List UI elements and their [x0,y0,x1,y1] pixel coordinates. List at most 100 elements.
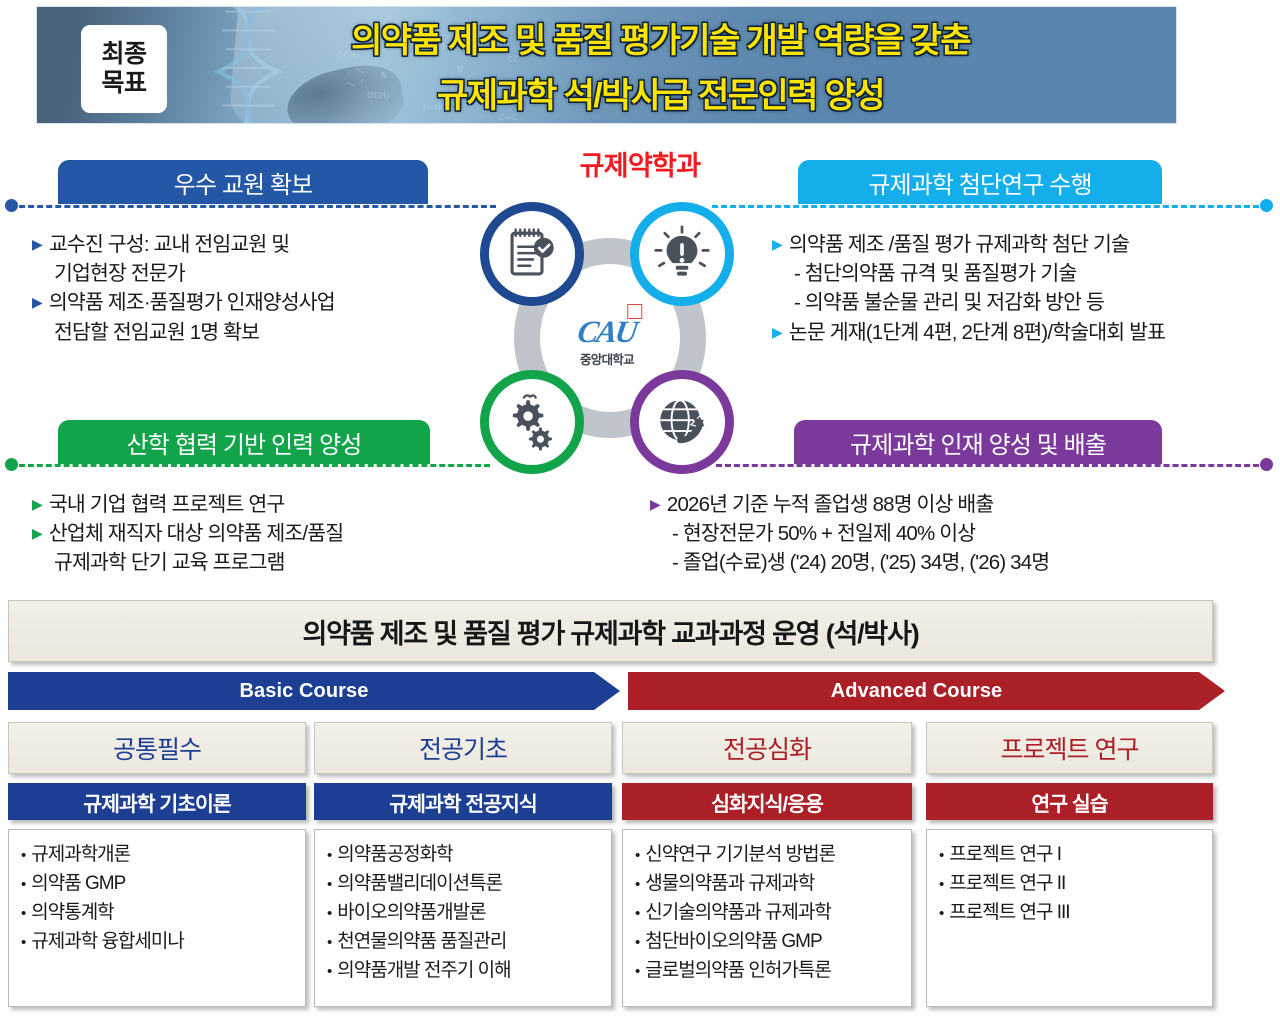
course-name: 의약품 GMP [31,872,126,894]
course-item: • 의약품밸리데이션특론 [327,870,603,899]
quadrant-line: ▶ 국내 기업 협력 프로젝트 연구 [32,492,343,518]
bullet-dot-icon: • [635,904,640,922]
globe-arrow-icon [660,399,707,444]
course-item: • 천연물의약품 품질관리 [327,928,603,957]
bullet-dot-icon: • [635,962,640,980]
quadrant-line: ▶ 의약품 제조·품질평가 인재양성사업 [32,290,336,316]
course-item: • 의약품공정화학 [327,841,603,870]
header-banner: OCH₃ N H₂O N H OCH₃ J=4K CC CO C=C 최종 목표… [36,6,1177,124]
bullet-dot-icon: • [635,933,640,951]
curriculum-column-project-research: 프로젝트 연구 연구 실습 • 프로젝트 연구 I • 프로젝트 연구 II •… [926,722,1213,1007]
cau-red-square-icon [627,304,643,319]
curriculum-column-common-required: 공통필수 규제과학 기초이론 • 규제과학개론 • 의약품 GMP • 의약통계… [8,722,306,1007]
department-title: 규제약학과 [579,151,701,181]
course-item: • 의약품개발 전주기 이해 [327,957,603,986]
course-name: 의약통계학 [31,901,114,923]
curriculum-column-major-advanced: 전공심화 심화지식/응용 • 신약연구 기기분석 방법론 • 생물의약품과 규제… [622,722,912,1007]
column-subhead: 규제과학 전공지식 [314,783,612,820]
clipboard-check-icon [510,228,554,276]
course-name: 신약연구 기기분석 방법론 [645,844,836,865]
column-head: 전공기초 [314,722,612,774]
bullet-dot-icon: • [635,847,640,864]
quadrant-line: - 현장전문가 50% + 전일제 40% 이상 [650,521,1049,547]
quadrant-line-text: 산업체 재직자 대상 의약품 제조/품질 [48,522,344,546]
cau-logo: CAU 중앙대학교 [470,304,744,368]
quadrant-line-text: 교수진 구성: 교내 전임교원 및 [48,233,290,256]
course-name: 의약품개발 전주기 이해 [337,959,511,981]
quadrant-line-text: 2026년 기준 누적 졸업생 88명 이상 배출 [666,493,994,516]
course-name: 의약품공정화학 [337,844,453,865]
bullet-dot-icon: • [21,904,26,922]
quadrant-line-text: 기업현장 전문가 [54,262,186,286]
course-item: • 글로벌의약품 인허가특론 [635,957,903,986]
final-goal-line2: 목표 [101,69,147,97]
connector-line-top-right [712,205,1268,208]
course-name: 첨단바이오의약품 GMP [645,930,822,952]
quadrant-line: - 의약품 불순물 관리 및 저감화 방안 등 [772,290,1165,316]
course-name: 글로벌의약품 인허가특론 [645,959,832,981]
bullet-dot-icon: • [327,847,332,864]
course-name: 프로젝트 연구 I [949,844,1062,865]
bullet-triangle-icon: ▶ [32,525,43,542]
column-head: 공통필수 [8,722,306,774]
bullet-dot-icon: • [327,933,332,951]
bullet-dot-icon: • [939,904,944,922]
course-item: • 프로젝트 연구 III [939,899,1204,928]
quadrant-line-text: 국내 기업 협력 프로젝트 연구 [48,493,285,516]
quadrant-body-top-left: ▶ 교수진 구성: 교내 전임교원 및 기업현장 전문가 ▶ 의약품 제조·품질… [32,232,336,349]
quadrant-line-text: 전담할 전임교원 1명 확보 [54,320,260,344]
connector-dot-bottom-right [1260,458,1273,471]
center-node-industry[interactable] [480,370,584,474]
bullet-triangle-icon: ▶ [772,323,783,340]
quadrant-line: ▶ 2026년 기준 누적 졸업생 88명 이상 배출 [650,492,1049,518]
course-name: 신기술의약품과 규제과학 [645,901,832,923]
quadrant-line: 기업현장 전문가 [32,261,335,287]
bullet-dot-icon: • [939,847,944,864]
lab-photo-background: OCH₃ N H₂O N H OCH₃ J=4K CC CO C=C [37,7,1176,123]
center-diagram: CAU 중앙대학교 [470,188,744,488]
course-item: • 의약품 GMP [21,870,297,899]
bullet-triangle-icon: ▶ [650,496,661,512]
quadrant-line: - 첨단의약품 규격 및 품질평가 기술 [772,261,1165,287]
course-list: • 의약품공정화학 • 의약품밸리데이션특론 • 바이오의약품개발론 • 천연물… [314,829,612,1007]
bullet-dot-icon: • [21,847,26,864]
connector-dot-top-left [5,199,18,212]
banner-title: 의약품 제조 및 품질 평가기술 개발 역량을 갖춘 규제과학 석/박사급 전문… [157,15,1164,115]
column-subhead: 심화지식/응용 [622,783,912,820]
quadrant-line-text: 의약품 제조 /품질 평가 규제과학 첨단 기술 [788,233,1130,256]
final-goal-line1: 최종 [101,39,147,68]
quadrant-line-text: - 현장전문가 50% + 전일제 40% 이상 [672,522,976,546]
course-list: • 규제과학개론 • 의약품 GMP • 의약통계학 • 규제과학 융합세미나 [8,829,306,1007]
quadrant-line-text: - 졸업(수료)생 ('24) 20명, ('25) 34명, ('26) 34… [672,551,1050,575]
connector-dot-top-right [1260,199,1273,212]
quadrant-title-bottom-right: 규제과학 인재 양성 및 배출 [794,420,1162,464]
quadrant-line-text: 논문 게재(1단계 4편, 2단계 8편)/학술대회 발표 [788,320,1166,344]
course-list: • 신약연구 기기분석 방법론 • 생물의약품과 규제과학 • 신기술의약품과 … [622,829,912,1007]
course-item: • 프로젝트 연구 II [939,870,1204,899]
quadrant-line-text: 규제과학 단기 교육 프로그램 [54,551,286,575]
quadrant-line-text: - 첨단의약품 규격 및 품질평가 기술 [794,262,1077,286]
column-head: 전공심화 [622,722,912,774]
quadrant-line-text: - 의약품 불순물 관리 및 저감화 방안 등 [794,291,1105,315]
course-item: • 첨단바이오의약품 GMP [635,928,903,957]
course-name: 의약품밸리데이션특론 [337,872,503,894]
bullet-dot-icon: • [327,875,332,893]
curriculum-title: 의약품 제조 및 품질 평가 규제과학 교과과정 운영 (석/박사) [8,600,1213,662]
center-node-research[interactable] [630,202,734,306]
course-name: 규제과학 융합세미나 [31,930,185,952]
bullet-dot-icon: • [21,875,26,893]
bullet-triangle-icon: ▶ [772,236,783,252]
center-node-education[interactable] [480,202,584,306]
quadrant-title-top-right: 규제과학 첨단연구 수행 [798,160,1162,204]
course-name: 프로젝트 연구 III [949,901,1070,923]
course-item: • 규제과학 융합세미나 [21,928,297,957]
connector-line-top-left [10,205,496,208]
course-name: 규제과학개론 [31,844,131,865]
banner-title-line1: 의약품 제조 및 품질 평가기술 개발 역량을 갖춘 [351,22,971,60]
course-name: 생물의약품과 규제과학 [645,872,815,894]
quadrant-title-top-left: 우수 교원 확보 [58,160,428,204]
course-item: • 의약통계학 [21,899,297,928]
connector-dot-bottom-left [5,458,18,471]
center-node-global[interactable] [630,370,734,474]
bullet-triangle-icon: ▶ [32,236,43,252]
